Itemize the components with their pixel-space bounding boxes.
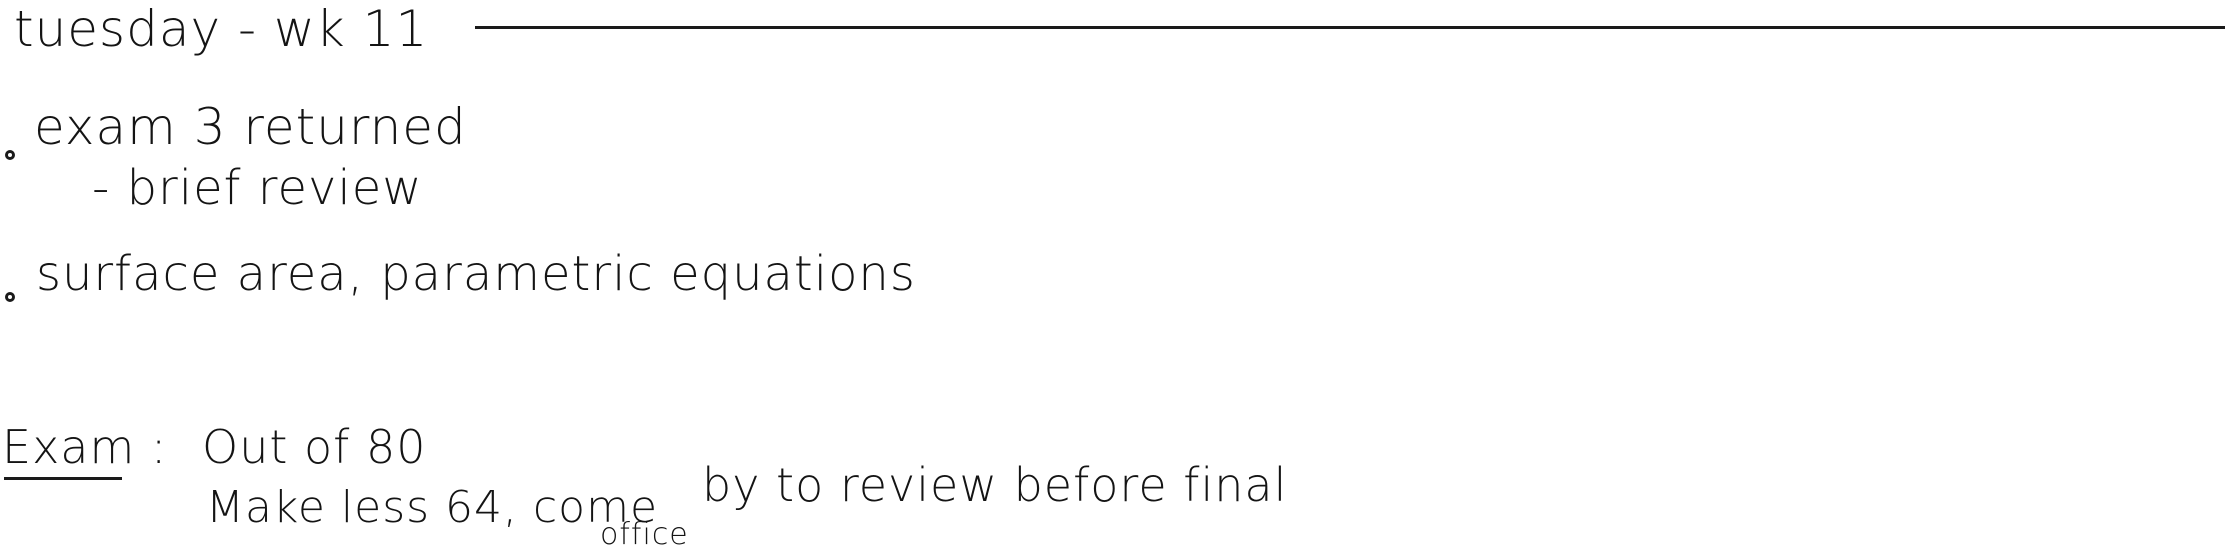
bullet-marker	[5, 292, 15, 302]
note-heading: tuesday - wk 11	[14, 0, 429, 58]
bullet-item-surface-area: surface area, parametric equations	[36, 246, 916, 302]
exam-line-make-less: Make less 64, come	[206, 482, 659, 533]
bullet-item-exam3: exam 3 returned	[34, 98, 467, 156]
bullet-marker	[5, 150, 15, 160]
exam-line-review-before-final: by to review before final	[702, 458, 1288, 512]
exam-label: Exam :	[2, 420, 168, 474]
exam-label-underline	[4, 477, 122, 480]
heading-rule	[475, 26, 2225, 29]
sub-item-brief-review: - brief review	[92, 160, 423, 216]
exam-line-out-of: Out of 80	[202, 420, 427, 474]
exam-insertion-office: office	[600, 517, 689, 552]
